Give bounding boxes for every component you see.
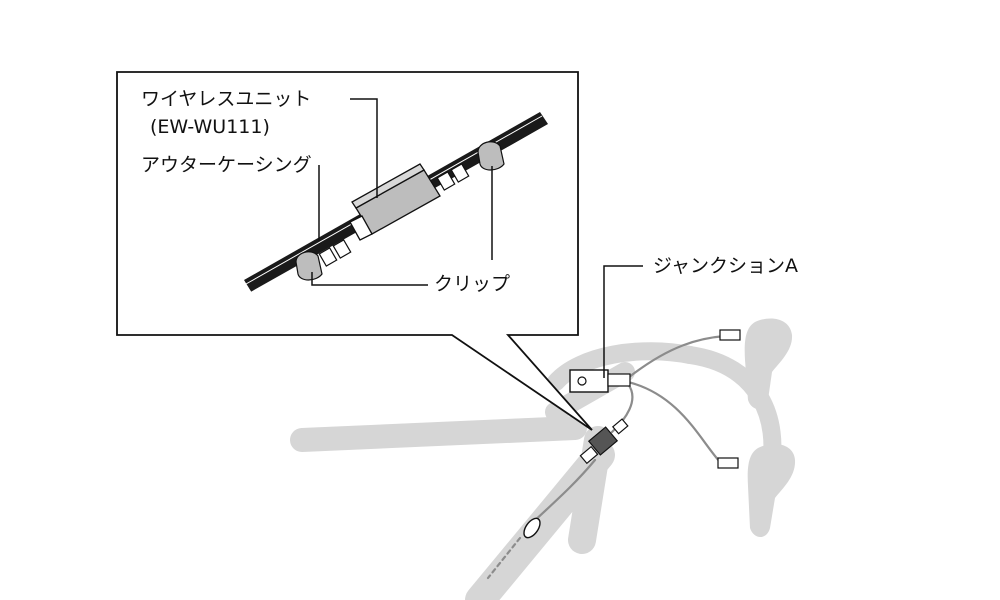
cable-junction-to-lower-lever <box>626 380 722 464</box>
leader-junction <box>603 265 643 378</box>
handlebar-top <box>547 342 699 391</box>
callout-clip-right <box>436 141 505 191</box>
junction-a-unit <box>569 369 631 393</box>
label-wireless-unit: ワイヤレスユニット <box>141 88 312 110</box>
cable-down-tube-dashed <box>486 536 522 580</box>
lower-lever-connector <box>717 457 739 469</box>
leader-lines <box>311 98 643 378</box>
frame-grommet <box>523 517 541 539</box>
lever-lower <box>747 444 796 537</box>
label-outer-casing: アウターケーシング <box>141 154 312 176</box>
lever-upper <box>744 318 793 409</box>
label-junction-a: ジャンクションA <box>653 255 799 277</box>
label-wireless-unit-model: (EW-WU111) <box>150 116 270 138</box>
leader-clip-left <box>311 272 428 286</box>
label-clip: クリップ <box>434 273 511 295</box>
top-tube <box>290 416 587 452</box>
callout-clip-left <box>295 239 352 281</box>
leader-wireless-unit <box>350 98 378 198</box>
cable-junction-to-upper-lever <box>626 334 727 380</box>
wireless-unit-small <box>579 418 629 465</box>
upper-lever-connector <box>719 329 741 341</box>
callout-wireless-unit <box>349 163 441 241</box>
